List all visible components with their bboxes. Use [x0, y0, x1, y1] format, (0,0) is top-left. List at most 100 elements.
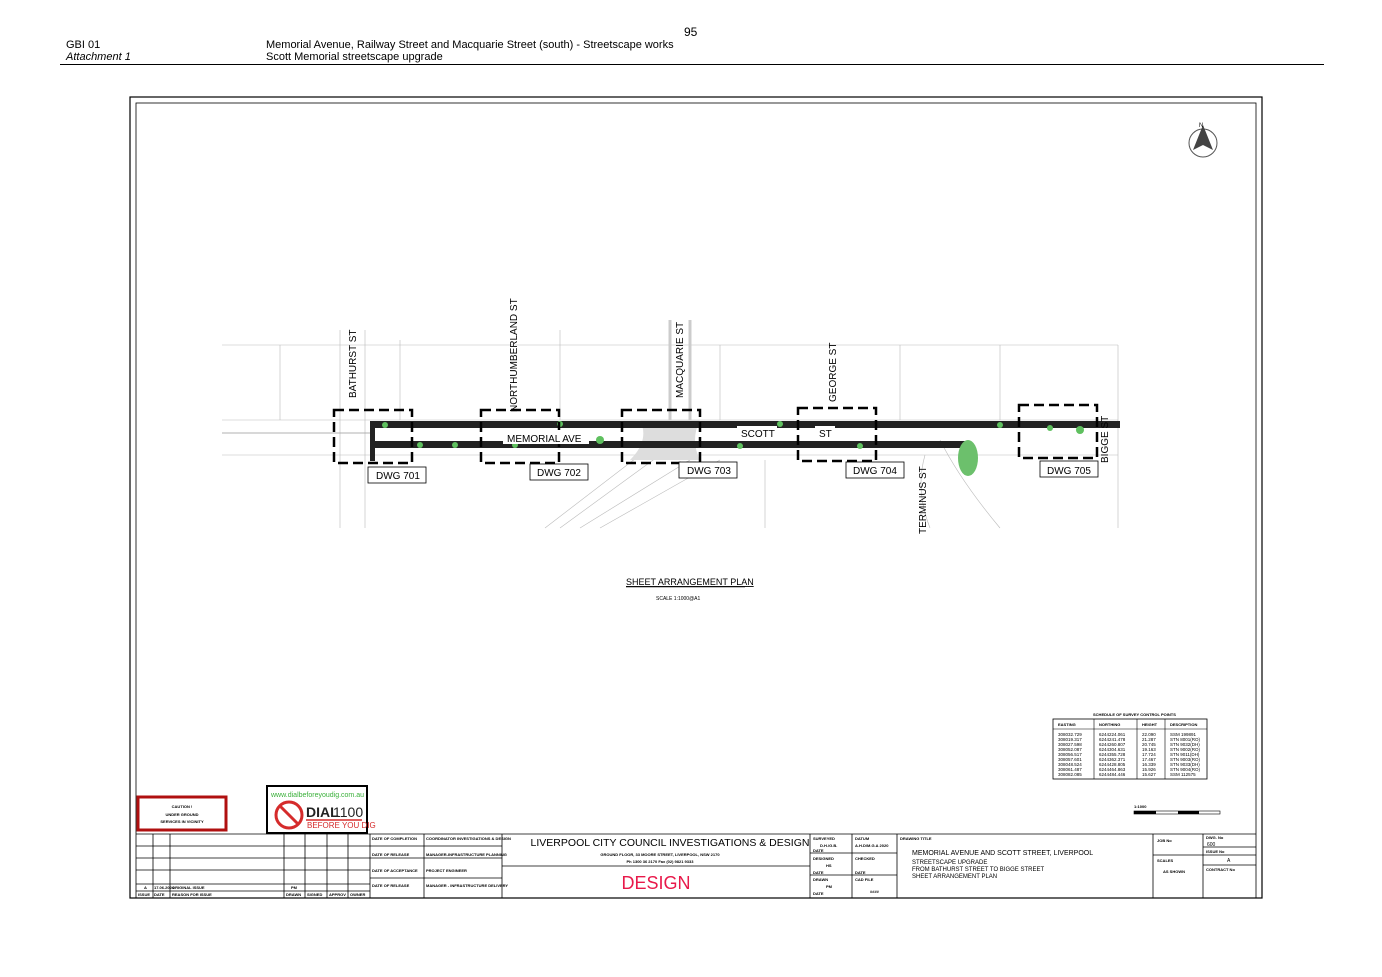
survey-header: HEIGHT [1142, 722, 1158, 727]
street-george: GEORGE ST [828, 343, 839, 402]
plan-scale: SCALE 1:1000@A1 [656, 596, 700, 602]
street-bigge: BIGGE ST [1100, 416, 1111, 463]
street-labels: BATHURST ST NORTHUMBERLAND ST MACQUARIE … [348, 298, 1111, 534]
title-line: STREETSCAPE UPGRADE [912, 860, 987, 866]
survey-cell: 308082.085 [1058, 772, 1082, 777]
approval-label: DATE OF RELEASE [372, 883, 410, 888]
caution-text: CAUTION ! [172, 804, 193, 809]
park-area [958, 440, 978, 476]
survey-cell: 16.339 [1142, 762, 1156, 767]
dial-url: www.dialbeforeyoudig.com.au [270, 792, 364, 799]
document-ref: GBI 01 [66, 39, 101, 51]
survey-cell: STN 9033(DH) [1170, 762, 1200, 767]
survey-cell: 6244484.446 [1099, 772, 1126, 777]
sheet-boundaries [332, 403, 1099, 465]
title-label: DRAWING TITLE [900, 836, 932, 841]
approval-label: DATE OF COMPLETION [372, 836, 417, 841]
field-label: DATE [855, 870, 866, 875]
survey-cell: 15.926 [1142, 767, 1156, 772]
approval-role: COORDINATOR INVESTIGATIONS & DESIGN [426, 836, 511, 841]
street-memorial: MEMORIAL AVE [507, 434, 582, 445]
revision-table: A 17.06.2024 ORIGINAL ISSUE PM ISSUE DAT… [138, 885, 365, 897]
plan-title: SHEET ARRANGEMENT PLAN [626, 577, 754, 587]
dwg-number: 600 [1207, 842, 1216, 848]
issue-label: ISSUE No [1206, 849, 1225, 854]
field-label: DATE [813, 848, 824, 853]
caution-text: SERVICES IN VICINITY [160, 819, 204, 824]
north-label: N [1199, 123, 1203, 129]
field-value: A.H.D/M.G.A 2020 [855, 843, 889, 848]
title-line: MEMORIAL AVENUE AND SCOTT STREET, LIVERP… [912, 850, 1093, 857]
street-macquarie: MACQUARIE ST [675, 322, 686, 398]
field-label: DATE [813, 891, 824, 896]
council-name: LIVERPOOL CITY COUNCIL INVESTIGATIONS & … [531, 837, 810, 849]
sheet-box-701 [332, 408, 414, 465]
title-block [136, 833, 1256, 898]
sheet-box-704 [796, 406, 878, 463]
sheet-label-701: DWG 701 [376, 471, 420, 482]
caution-text: UNDER GROUND [165, 812, 198, 817]
survey-cell: 6244260.807 [1099, 742, 1126, 747]
survey-cell: STN 9003(RO) [1170, 757, 1201, 762]
drawing-title: DRAWING TITLE MEMORIAL AVENUE AND SCOTT … [900, 835, 1235, 880]
header-title: Memorial Avenue, Railway Street and Macq… [266, 39, 674, 51]
macquarie-intersection [630, 420, 700, 460]
approval-role: PROJECT ENGINEER [426, 868, 467, 873]
dial-before-you-dig-logo: www.dialbeforeyoudig.com.au DIAL 1100 BE… [266, 785, 376, 834]
survey-cell: 308019.317 [1058, 737, 1082, 742]
job-label: JOB No [1157, 838, 1172, 843]
survey-header: NORTHING [1099, 722, 1120, 727]
survey-cell: SSM 199891 [1170, 732, 1197, 737]
survey-cell: 308048.524 [1058, 762, 1082, 767]
survey-title: SCHEDULE OF SURVEY CONTROL POINTS [1093, 712, 1176, 717]
rev-header: SIGNED [307, 892, 322, 897]
title-line: FROM BATHURST STREET TO BIGGE STREET [912, 867, 1044, 873]
page-number: 95 [684, 25, 698, 39]
rev-reason: ORIGINAL ISSUE [172, 885, 205, 890]
approval-role: MANAGER - INFRASTRUCTURE DELIVERY [426, 883, 508, 888]
attachment-label: Attachment 1 [66, 51, 131, 63]
survey-cell: 17.724 [1142, 752, 1156, 757]
rev-date: 17.06.2024 [154, 885, 175, 890]
scale-bar: 1:1000 [1133, 804, 1221, 815]
field-value: D.H./G.B. [820, 843, 837, 848]
sheet-label-705: DWG 705 [1047, 466, 1091, 477]
title-line: SHEET ARRANGEMENT PLAN [912, 874, 997, 880]
scale-bar-label: 1:1000 [1134, 804, 1147, 809]
survey-control-table: SCHEDULE OF SURVEY CONTROL POINTS EASTIN… [1052, 712, 1208, 780]
issue-value: A [1227, 858, 1231, 864]
field-label: DATE [813, 870, 824, 875]
survey-cell: 22.090 [1142, 732, 1156, 737]
survey-cell: 6244241.478 [1099, 737, 1126, 742]
dwg-label: DWG. No [1206, 835, 1224, 840]
sheet-labels: DWG 701 DWG 702 DWG 703 DWG 704 DWG 705 [367, 460, 1099, 484]
survey-cell: 308057.601 [1058, 757, 1082, 762]
survey-cell: 19.163 [1142, 747, 1156, 752]
sheet-label-702: DWG 702 [537, 468, 581, 479]
dial-number: 1100 [333, 804, 363, 820]
survey-cell: 308052.087 [1058, 747, 1082, 752]
contract-label: CONTRACT No [1206, 867, 1235, 872]
field-label: DRAWN [813, 877, 828, 882]
scales-label: SCALES [1157, 858, 1174, 863]
header-rule [60, 64, 1324, 65]
header-subtitle: Scott Memorial streetscape upgrade [266, 51, 443, 63]
survey-cell: STN 9002(RO) [1170, 747, 1201, 752]
scales-value: AS SHOWN [1163, 869, 1185, 874]
field-label: CHECKED [855, 856, 875, 861]
road-corridor [222, 421, 1120, 461]
sheet-box-703 [620, 408, 702, 465]
street-scott: SCOTT [741, 429, 775, 440]
street-terminus: TERMINUS ST [918, 466, 929, 534]
rev-header: DATE [154, 892, 165, 897]
survey-cell: 6244428.805 [1099, 762, 1126, 767]
survey-cell: 308032.729 [1058, 732, 1082, 737]
rev-header: REASON FOR ISSUE [172, 892, 212, 897]
approval-label: DATE OF RELEASE [372, 852, 410, 857]
field-value: PM [826, 884, 833, 889]
rev-drawn: PM [291, 885, 298, 890]
survey-cell: 6244304.631 [1099, 747, 1126, 752]
street-bathurst: BATHURST ST [348, 329, 359, 398]
drawing-fields: SURVEYED D.H./G.B. DATE DATUM A.H.D/M.G.… [813, 836, 889, 896]
